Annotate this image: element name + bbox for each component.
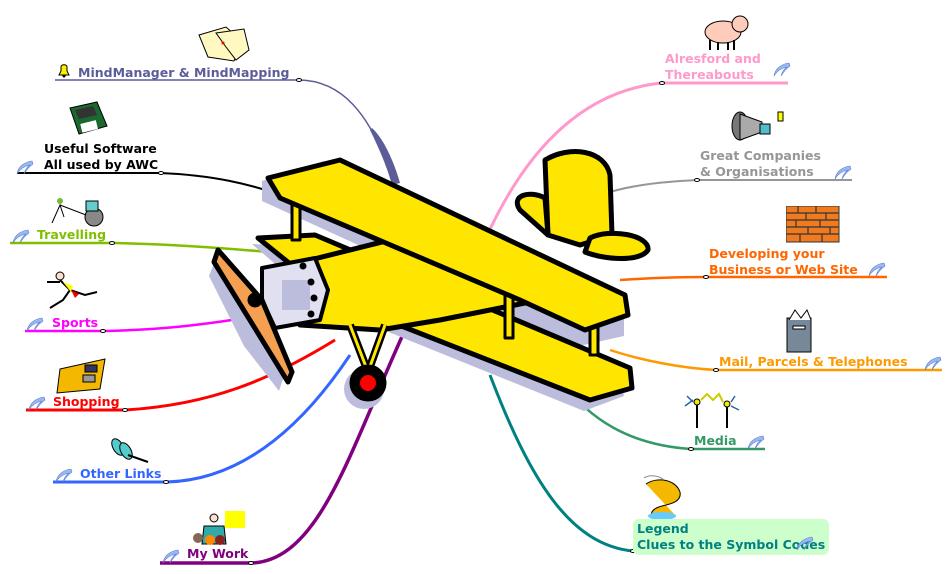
presenter-clipart (190, 508, 248, 552)
topic-label-line: Developing your (709, 246, 825, 261)
topic-mindmanager[interactable]: MindManager & MindMapping (78, 65, 289, 81)
topic-label-line: Mail, Parcels & Telephones (719, 354, 908, 369)
dragon-clipart (640, 474, 685, 524)
topic-mywork[interactable]: My Work (187, 546, 248, 562)
hyperlink-hook-icon[interactable] (10, 229, 30, 245)
node-shopping (122, 408, 128, 412)
topic-travelling[interactable]: Travelling (37, 227, 106, 243)
node-developing (703, 275, 709, 279)
hyperlink-hook-icon[interactable] (771, 62, 791, 78)
topic-label-line: All used by AWC (44, 157, 159, 172)
topic-label-line: Sports (52, 315, 99, 330)
topic-label-line: Business or Web Site (709, 262, 858, 277)
node-software (158, 171, 164, 175)
connector-alresford (483, 81, 788, 241)
hyperlink-hook-icon[interactable] (922, 356, 942, 372)
connector-companies (599, 179, 852, 196)
hyperlink-hook-icon[interactable] (160, 549, 180, 565)
topic-label-line: MindManager & MindMapping (78, 65, 290, 80)
connector-nodes (100, 78, 719, 565)
node-companies (694, 178, 700, 182)
node-mail (713, 368, 719, 372)
hyperlink-hook-icon[interactable] (53, 468, 73, 484)
hyperlink-hook-icon[interactable] (26, 396, 46, 412)
topic-label-line: My Work (187, 546, 249, 561)
upper-wing (265, 157, 631, 333)
hyperlink-hook-icon[interactable] (866, 262, 886, 278)
central-topic-biplane[interactable] (209, 149, 651, 411)
runner-clipart (45, 270, 100, 319)
pig-clipart (698, 10, 754, 54)
topic-sports[interactable]: Sports (52, 315, 98, 331)
topic-label-line: Legend (637, 521, 689, 536)
maps-clipart (196, 25, 251, 67)
hyperlink-hook-icon[interactable] (24, 317, 44, 333)
topic-shopping[interactable]: Shopping (53, 394, 120, 410)
hyperlink-hook-icon[interactable] (14, 160, 34, 176)
hyperlink-hook-icon[interactable] (832, 165, 852, 181)
topic-label-line: Travelling (37, 227, 107, 242)
topic-media[interactable]: Media (694, 433, 737, 449)
topic-label-line: Great Companies (700, 148, 821, 163)
mailbox-clipart (783, 308, 815, 358)
connector-travelling (10, 241, 271, 254)
megaphone-clipart (730, 110, 788, 154)
wheel-hub (360, 375, 376, 391)
connector-shopping (26, 338, 336, 412)
node-alresford (659, 81, 665, 85)
node-media (688, 447, 694, 451)
topic-label-line: Useful Software (44, 141, 157, 156)
topic-companies[interactable]: Great Companies& Organisations (700, 148, 821, 180)
topic-mail[interactable]: Mail, Parcels & Telephones (719, 354, 908, 370)
topic-label-line: & Organisations (700, 164, 814, 179)
pushpin-clipart (108, 437, 150, 471)
node-mindmanager (296, 78, 302, 82)
connector-sports (25, 316, 246, 333)
connector-otherlinks (53, 354, 352, 484)
connector-mindmanager-taper (370, 128, 400, 185)
topic-label-line: Other Links (80, 466, 162, 481)
hyperlink-hook-icon[interactable] (794, 536, 814, 552)
brick-wall-clipart (785, 205, 840, 247)
hyperlink-hook-icon[interactable] (745, 435, 765, 451)
topic-otherlinks[interactable]: Other Links (80, 466, 161, 482)
connector-legend (488, 374, 815, 553)
node-mywork (248, 561, 254, 565)
tail-fin (542, 149, 615, 248)
rickshaw-clipart (50, 195, 106, 231)
node-travelling (109, 241, 115, 245)
tail-stabilizer (515, 191, 651, 261)
topic-label-line: Thereabouts (665, 67, 754, 82)
floppy-disk-clipart (67, 100, 109, 142)
bell-icon (56, 62, 72, 82)
credit-card-clipart (55, 357, 110, 399)
transmitter-towers-clipart (683, 392, 741, 436)
node-otherlinks (163, 480, 169, 484)
topic-label-line: Clues to the Symbol Codes (637, 537, 826, 552)
topic-label-line: Alresford and (665, 51, 761, 66)
topic-label-line: Media (694, 433, 737, 448)
connector-mail (609, 348, 942, 372)
node-sports (100, 329, 106, 333)
topic-label-line: Shopping (53, 394, 120, 409)
